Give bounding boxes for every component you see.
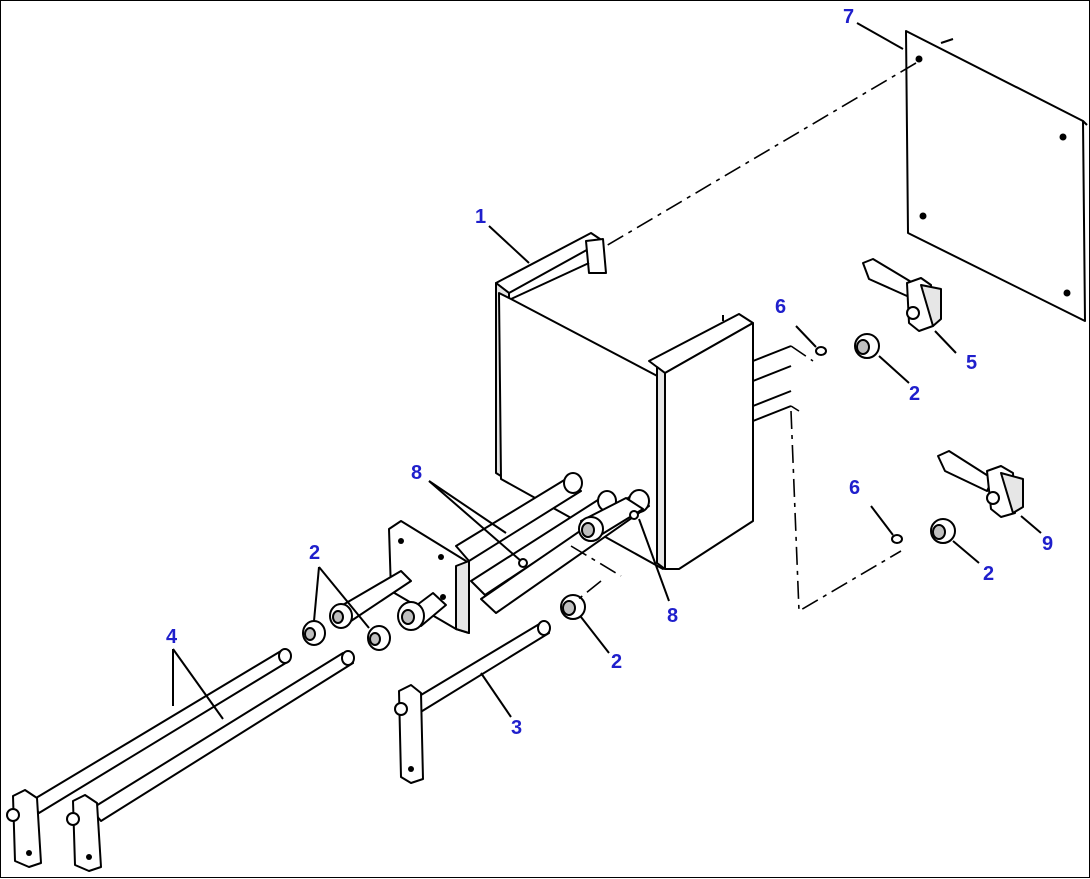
callout-1: 1 bbox=[475, 206, 486, 228]
callout-6-upper: 6 bbox=[775, 296, 786, 318]
assembly-line-panel bbox=[605, 62, 917, 247]
pin-part-6-lower bbox=[870, 505, 903, 544]
callout-8-lower: 8 bbox=[667, 605, 678, 627]
spacer-part-2-middle bbox=[560, 594, 586, 620]
bracket-part-9 bbox=[937, 450, 1024, 518]
callout-9: 9 bbox=[1042, 533, 1053, 555]
shaft-part-3 bbox=[394, 620, 551, 784]
assembly-line-middle-2 bbox=[575, 580, 602, 602]
callout-2-upper: 2 bbox=[909, 383, 920, 405]
callout-5: 5 bbox=[966, 352, 977, 374]
bracket-part-5 bbox=[862, 258, 942, 332]
rods-into-box bbox=[752, 345, 814, 422]
callout-2-right: 2 bbox=[983, 563, 994, 585]
callout-7: 7 bbox=[843, 6, 854, 28]
pin-hole-8-b bbox=[629, 510, 639, 520]
callout-3: 3 bbox=[511, 717, 522, 739]
spacer-part-2-right bbox=[930, 518, 956, 544]
assembly-line-lower bbox=[790, 410, 902, 613]
callout-8-upper: 8 bbox=[411, 462, 422, 484]
panel-part-7 bbox=[905, 30, 1088, 322]
callout-6-lower: 6 bbox=[849, 477, 860, 499]
callout-4: 4 bbox=[166, 626, 178, 648]
leader-lines bbox=[172, 22, 1042, 720]
callout-2-middle: 2 bbox=[611, 651, 622, 673]
callout-2-left: 2 bbox=[309, 542, 320, 564]
shafts-part-4 bbox=[6, 648, 355, 872]
spacer-part-2-upper bbox=[854, 333, 880, 359]
pin-part-6-upper bbox=[795, 325, 827, 356]
assembly-line-middle bbox=[570, 545, 622, 577]
mount-plate-with-tubes bbox=[329, 472, 650, 634]
spacers-part-2-left bbox=[302, 620, 391, 651]
